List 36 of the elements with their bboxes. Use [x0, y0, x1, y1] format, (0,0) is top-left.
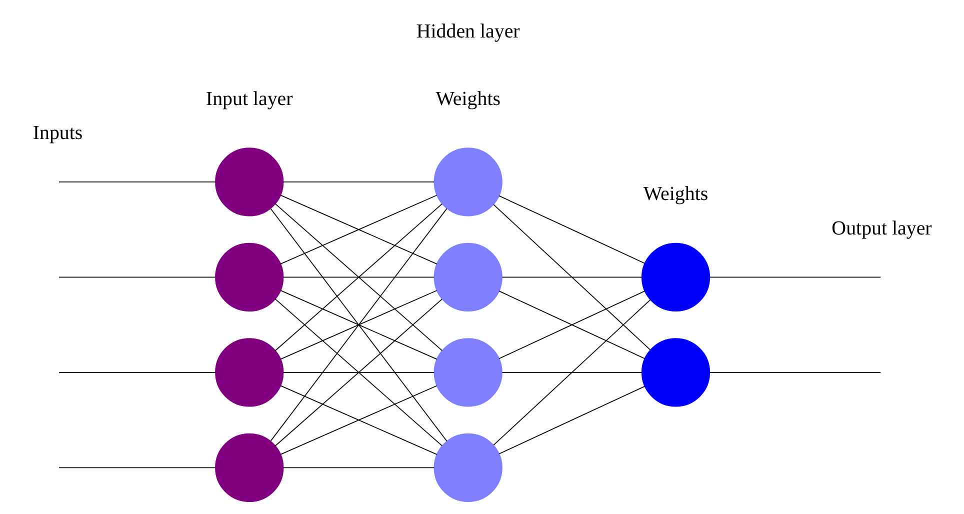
- connector: [58, 276, 216, 278]
- node-circle: [433, 338, 502, 407]
- node-circle: [214, 242, 284, 312]
- connector: [58, 372, 216, 373]
- connector: [492, 299, 650, 446]
- connector: [274, 298, 442, 446]
- node-circle: [640, 242, 710, 312]
- connector: [280, 290, 437, 360]
- connector: [280, 385, 437, 455]
- connector: [498, 195, 645, 264]
- node-circle: [433, 433, 502, 502]
- connector: [498, 386, 645, 454]
- connector: [708, 372, 881, 373]
- label: Inputs: [32, 122, 82, 144]
- label: Weights: [642, 183, 708, 206]
- connector: [274, 203, 442, 352]
- connector: [498, 290, 645, 360]
- connector: [58, 467, 216, 468]
- connector: [280, 194, 437, 264]
- label: Hidden layer: [416, 20, 520, 42]
- label: Weights: [435, 88, 500, 110]
- node-circle: [214, 338, 284, 407]
- connector: [501, 276, 642, 278]
- connector: [501, 372, 642, 373]
- connector: [282, 276, 434, 278]
- node-circle: [214, 148, 284, 216]
- connector: [282, 467, 434, 468]
- node-circle: [640, 338, 710, 407]
- connector: [708, 276, 881, 278]
- label: Input layer: [205, 88, 292, 110]
- connector: [282, 372, 434, 373]
- node-circle: [214, 433, 284, 502]
- connector: [492, 204, 650, 350]
- node-circle: [433, 242, 502, 312]
- label: Output layer: [831, 217, 932, 240]
- node-circle: [433, 148, 502, 216]
